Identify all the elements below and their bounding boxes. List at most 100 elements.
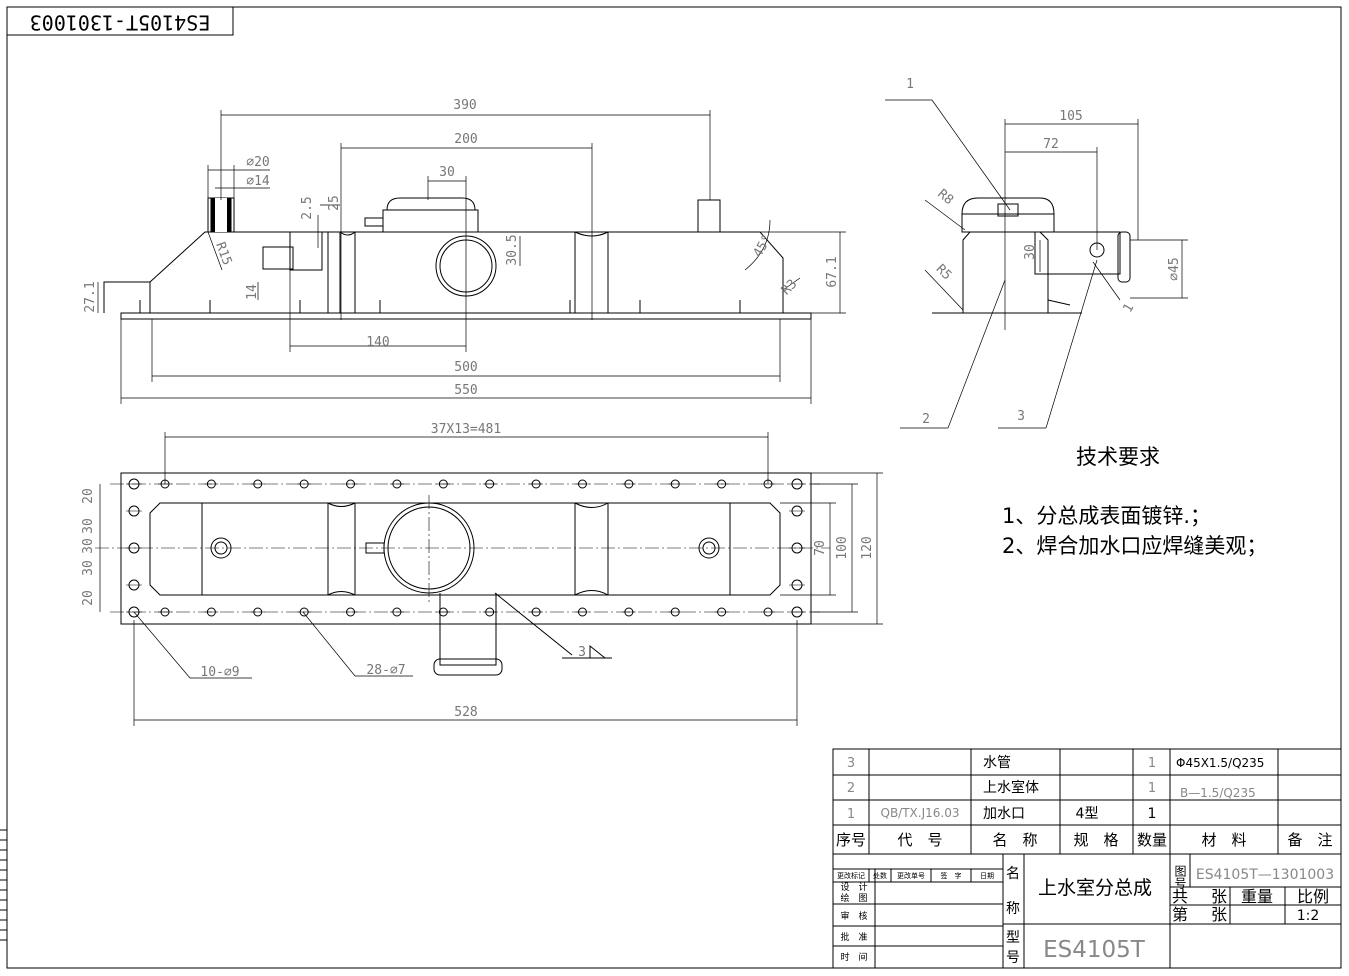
header-name: 名 称 <box>992 831 1037 849</box>
dim-67-1: 67.1 <box>825 256 840 287</box>
dim-30-side: 30 <box>1023 244 1038 260</box>
scale-label: 比例 <box>1297 887 1329 906</box>
sheets-zhang-1: 张 <box>1211 887 1227 906</box>
part-1-name: 加水口 <box>983 806 1025 822</box>
dim-30-5: 30.5 <box>505 234 520 265</box>
dim-72: 72 <box>1043 137 1059 152</box>
dim-r5: R5 <box>933 262 955 284</box>
dim-w120: 120 <box>860 536 875 559</box>
drawing-no-label: 图号 <box>1173 865 1187 889</box>
model-label-bottom: 号 <box>1006 950 1020 966</box>
dim-h30a: 30 <box>81 518 96 534</box>
model-value: ES4105T <box>1043 937 1146 963</box>
part-2-material: B—1.5/Q235 <box>1180 786 1256 800</box>
tech-requirements: 技术要求 1、分总成表面镀锌.； 2、焊合加水口应焊缝美观； <box>1002 445 1267 558</box>
rev-mark: 更改标记 <box>837 871 865 880</box>
header-material: 材 料 <box>1201 831 1246 849</box>
callout-3: 3 <box>1017 409 1025 424</box>
dim-holes10: 10-⌀9 <box>200 665 239 680</box>
role-review: 审 核 <box>840 910 867 922</box>
dim-140: 140 <box>366 335 389 350</box>
model-label-top: 型 <box>1006 930 1020 946</box>
dim-105: 105 <box>1059 109 1082 124</box>
dim-h30b: 30 <box>81 538 96 554</box>
dim-dia45: ⌀45 <box>1167 257 1182 280</box>
part-3-name: 水管 <box>983 755 1011 771</box>
role-draw: 绘 图 <box>840 892 867 904</box>
rev-order: 更改单号 <box>897 871 925 880</box>
dim-528: 528 <box>454 705 477 720</box>
part-2-qty: 1 <box>1148 781 1156 796</box>
front-dimension-text: 390 200 30 ⌀20 ⌀14 2.5 25 R15 30.5 45° 6… <box>83 98 840 398</box>
front-view <box>103 197 812 320</box>
callout-1: 1 <box>906 77 914 92</box>
part-1-code: QB/TX.J16.03 <box>881 806 960 820</box>
top-dimension-lines <box>99 432 883 726</box>
dim-390: 390 <box>453 98 476 113</box>
top-view <box>120 472 812 676</box>
part-3-qty: 1 <box>1148 756 1156 771</box>
side-dimension-lines <box>885 99 1188 429</box>
dim-pitch: 37X13=481 <box>431 422 501 437</box>
assembly-name: 上水室分总成 <box>1038 877 1152 899</box>
weight-label: 重量 <box>1241 887 1273 906</box>
part-2-no: 2 <box>847 781 855 796</box>
part-1-qty: 1 <box>1148 806 1157 822</box>
dim-dia14: ⌀14 <box>246 174 270 189</box>
dim-holes28: 28-⌀7 <box>366 663 405 678</box>
tech-item-1: 1、分总成表面镀锌.； <box>1002 504 1211 528</box>
role-design: 设 计 <box>840 881 867 893</box>
dim-27-1: 27.1 <box>83 281 98 312</box>
scale-value: 1:2 <box>1297 908 1320 924</box>
dim-weld: 3 <box>578 645 586 660</box>
part-2-name: 上水室体 <box>983 779 1039 796</box>
top-dimension-text: 37X13=481 20 30 30 30 20 70 100 120 10-⌀… <box>81 422 875 720</box>
title-block <box>832 748 1342 969</box>
top-centerlines <box>95 483 830 613</box>
dim-200: 200 <box>454 132 477 147</box>
side-dimension-text: 105 72 R8 R5 30 ⌀45 1 1 2 3 <box>906 77 1182 427</box>
dim-2-5: 2.5 <box>300 196 315 219</box>
callout-2: 2 <box>922 412 930 427</box>
dim-45deg: 45° <box>751 232 776 260</box>
dim-r8: R8 <box>934 187 956 209</box>
sheets-zhang-2: 张 <box>1211 905 1227 924</box>
dim-h30c: 30 <box>81 560 96 576</box>
rotated-code-box: ES4105T-1301003 <box>6 6 234 36</box>
role-time: 时 间 <box>840 951 867 963</box>
dim-w70: 70 <box>813 540 828 556</box>
tech-title: 技术要求 <box>1076 445 1160 469</box>
sheets-total-label: 共 <box>1172 887 1188 906</box>
dim-1: 1 <box>1121 301 1138 315</box>
header-no: 序号 <box>836 831 866 849</box>
rotated-drawing-code: ES4105T-1301003 <box>30 11 211 35</box>
sheet-no-label: 第 <box>1172 905 1188 924</box>
title-block-text: 3 水管 1 Φ45X1.5/Q235 2 上水室体 1 B—1.5/Q235 … <box>836 755 1334 966</box>
part-1-no: 1 <box>847 807 855 822</box>
header-qty: 数量 <box>1137 831 1167 849</box>
part-3-material: Φ45X1.5/Q235 <box>1176 756 1264 770</box>
header-code: 代 号 <box>897 831 942 849</box>
front-dimension-lines <box>97 110 846 404</box>
dim-r15: R15 <box>212 240 234 267</box>
rev-count: 处数 <box>873 871 887 880</box>
dim-25: 25 <box>327 195 342 211</box>
dim-500: 500 <box>454 360 477 375</box>
rev-date: 日期 <box>980 872 994 880</box>
name-label-bottom: 称 <box>1006 901 1020 917</box>
role-approve: 批 准 <box>840 931 867 943</box>
rev-sign: 签 字 <box>941 871 962 880</box>
header-spec: 规 格 <box>1073 831 1118 849</box>
tech-item-2: 2、焊合加水口应焊缝美观； <box>1002 534 1267 558</box>
part-3-no: 3 <box>847 756 855 771</box>
dim-h20b: 20 <box>81 590 96 606</box>
drawing-no-value: ES4105T—1301003 <box>1196 867 1334 883</box>
dim-h20a: 20 <box>81 488 96 504</box>
dim-dia20: ⌀20 <box>246 155 269 170</box>
part-1-spec: 4型 <box>1076 806 1099 822</box>
left-edge-ticks <box>0 829 7 941</box>
dim-14: 14 <box>245 284 260 300</box>
dim-w100: 100 <box>835 536 850 559</box>
dim-550: 550 <box>454 383 477 398</box>
